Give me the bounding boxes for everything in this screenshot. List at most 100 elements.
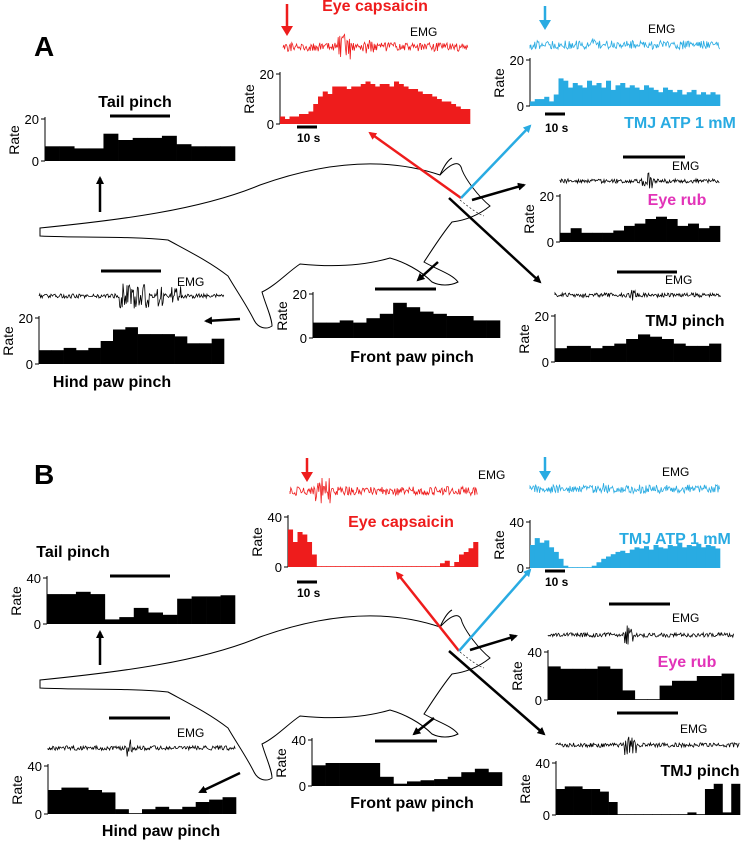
histogram-bar: [626, 814, 636, 815]
y-tick-label-zero: 0: [26, 357, 33, 372]
histogram-bar: [663, 548, 669, 568]
y-tick-label-top: 40: [268, 510, 282, 525]
histogram-bar: [393, 302, 407, 338]
histogram-bar: [698, 228, 710, 242]
histogram-bar: [280, 116, 286, 124]
histogram-bar: [558, 78, 564, 106]
y-tick-label-top: 40: [292, 733, 306, 748]
histogram-bar: [606, 80, 612, 106]
histogram-bar: [161, 135, 177, 161]
histogram-bar: [118, 140, 133, 161]
histogram-bar: [441, 101, 447, 124]
emg-trace: [529, 37, 720, 51]
histogram-bar: [620, 550, 626, 568]
histogram-bar: [148, 612, 163, 624]
plot-title: Eye rub: [648, 192, 707, 209]
histogram-bar: [195, 802, 210, 814]
histogram-bar: [597, 666, 611, 700]
histogram-bar: [360, 84, 366, 124]
histogram-bar: [432, 96, 438, 124]
y-axis-label: Rate: [8, 586, 24, 616]
histogram-bar: [88, 148, 104, 161]
histogram-bar: [402, 566, 408, 567]
histogram-bar: [307, 542, 313, 567]
histogram-bar: [422, 94, 428, 124]
histogram-bar: [397, 566, 403, 567]
histogram-bar: [398, 84, 404, 124]
histogram-bar: [133, 607, 149, 624]
arrow-to-eye-rub: [469, 633, 518, 652]
panel-letter-a: A: [34, 31, 54, 62]
histogram-bar: [653, 89, 659, 106]
histogram-bar: [417, 91, 423, 124]
histogram-bar: [626, 339, 639, 362]
histogram-bar: [387, 566, 393, 567]
histogram-bar: [119, 617, 135, 624]
histogram-bar: [353, 322, 367, 338]
histogram-bar: [568, 567, 574, 568]
emg-label: EMG: [177, 275, 204, 289]
histogram-bar: [685, 345, 698, 362]
histogram-bar: [352, 763, 367, 786]
histogram-bar: [572, 567, 578, 568]
histogram-bar: [596, 83, 602, 106]
emg-label: EMG: [177, 726, 204, 740]
histogram-bar: [563, 565, 569, 568]
histogram-bar: [709, 225, 721, 242]
histogram-bar: [587, 567, 593, 568]
y-axis-label: Rate: [6, 125, 22, 155]
y-tick-label-top: 40: [27, 571, 41, 586]
stimulus-arrow-head: [301, 472, 313, 482]
histogram-bar: [644, 85, 650, 106]
histogram-bar: [638, 334, 651, 362]
emg-label: EMG: [478, 468, 505, 482]
histogram-bar: [560, 232, 571, 242]
histogram-bar: [617, 814, 627, 815]
y-axis-label: Rate: [516, 324, 532, 354]
histogram-bar: [678, 814, 688, 815]
histogram-bar: [416, 566, 422, 567]
histogram-bar: [339, 763, 354, 786]
histogram-bar: [303, 114, 309, 124]
histogram-bar: [425, 566, 431, 567]
histogram-bar: [486, 320, 501, 338]
histogram-bar: [74, 148, 90, 161]
histogram-bar: [379, 313, 394, 338]
histogram-bar: [530, 101, 536, 106]
histogram-bar: [430, 566, 436, 567]
histogram-bar: [673, 343, 686, 362]
histogram-bar: [406, 307, 421, 338]
histogram-bar: [292, 542, 298, 567]
histogram-bar: [460, 109, 466, 124]
histogram-bar: [326, 566, 332, 567]
histogram-bar: [647, 699, 660, 700]
histogram-bar: [669, 814, 679, 815]
histogram-bar: [451, 104, 457, 124]
histogram-bar: [613, 230, 625, 242]
histogram-bar: [51, 350, 64, 364]
emg-trace: [38, 283, 225, 309]
histogram-bar: [634, 547, 640, 568]
emg-trace: [559, 172, 720, 189]
histogram-bar: [312, 765, 326, 786]
emg-label: EMG: [672, 611, 699, 625]
histogram-bar: [104, 619, 120, 624]
histogram-bar: [435, 566, 441, 567]
histogram-bar: [648, 87, 654, 106]
histogram-bar: [553, 94, 559, 106]
y-tick-label-top: 40: [528, 645, 542, 660]
histogram-bar: [577, 567, 583, 568]
rat-outline-b: [39, 609, 491, 781]
histogram-bar: [199, 343, 212, 364]
histogram-bar: [128, 813, 143, 814]
histogram-bar: [220, 595, 236, 624]
plot-title: Eye capsaicin: [322, 0, 428, 15]
histogram-bar: [672, 546, 678, 568]
histogram-bar: [634, 814, 644, 815]
histogram-bar: [686, 92, 692, 106]
histogram-bar: [205, 146, 221, 161]
